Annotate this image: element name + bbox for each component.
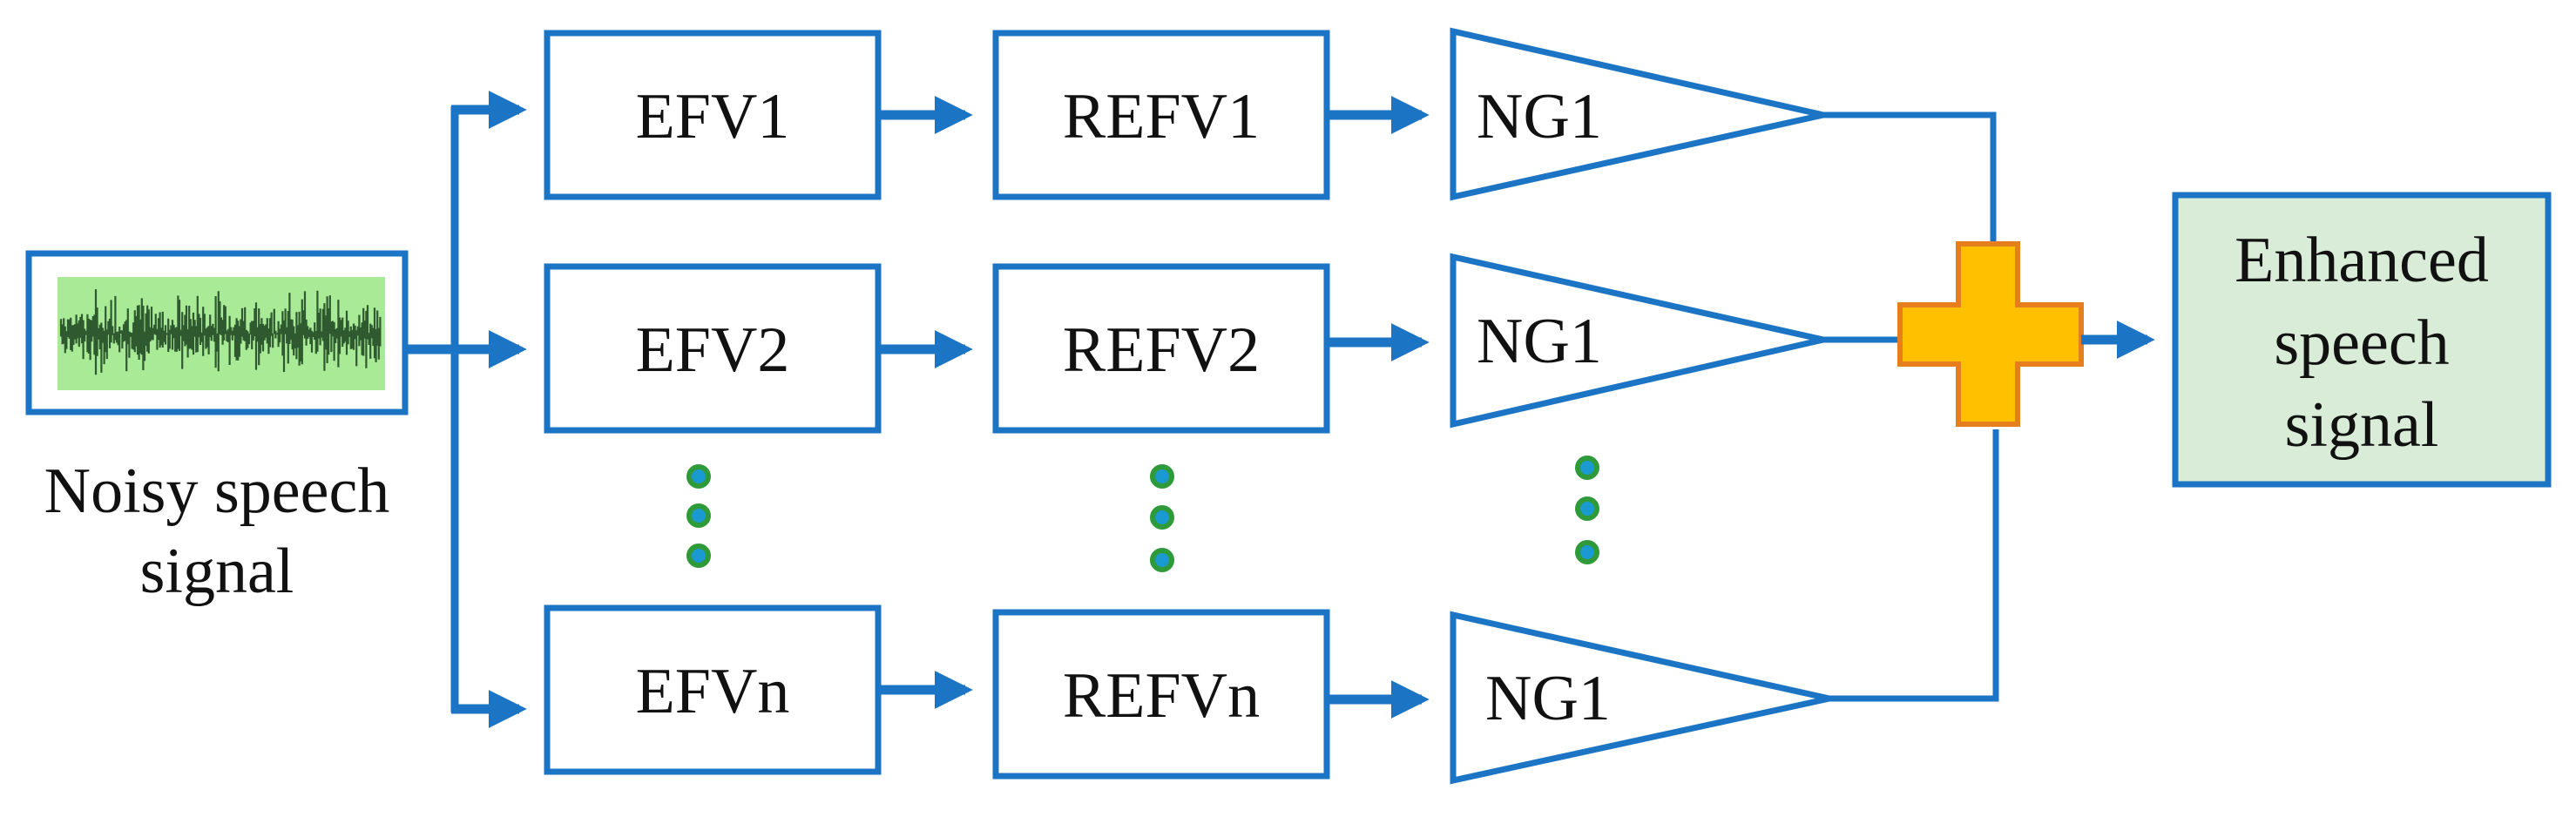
ellipsis-dots-ng (1575, 456, 1599, 564)
ellipsis-dots-refv (1150, 464, 1174, 572)
refv2-label: REFV2 (1063, 314, 1260, 386)
efvn-box (544, 604, 882, 775)
input-label-line2: signal (140, 536, 294, 607)
ng-triangle-2 (1450, 253, 1824, 429)
refv1-box (992, 30, 1330, 200)
output-label-line1: Enhanced (2235, 225, 2489, 296)
branch-1: EFV1 REFV1 NG1 (451, 27, 1997, 246)
ng-triangle-n (1450, 611, 1830, 785)
efv2-label: EFV2 (636, 314, 790, 386)
branch-2: EFV2 REFV2 NG1 (455, 253, 1903, 434)
efv1-label: EFV1 (636, 81, 790, 152)
refv1-label: REFV1 (1063, 81, 1260, 152)
input-signal-box (25, 250, 409, 415)
ng-label-n: NG1 (1485, 663, 1611, 734)
ng-label-2: NG1 (1477, 306, 1602, 377)
refvn-box (992, 609, 1330, 780)
plus-icon (1897, 241, 2084, 427)
output-label-line2: speech (2274, 307, 2449, 379)
refvn-label: REFVn (1063, 660, 1260, 732)
ng-label-1: NG1 (1477, 81, 1602, 152)
refv2-box (992, 263, 1330, 434)
wire-ngn-to-sum (1829, 429, 1999, 702)
ellipsis-dots-efv (686, 464, 711, 568)
efv1-box (544, 30, 882, 200)
output-label-line3: signal (2285, 389, 2439, 461)
input-label-line1: Noisy speech (44, 456, 390, 527)
branch-n: EFVn REFVn NG1 (451, 429, 1999, 785)
output-box: Enhanced speech signal (2172, 192, 2552, 488)
efvn-label: EFVn (636, 656, 790, 727)
waveform-icon (59, 289, 382, 375)
wire-ng1-to-sum (1823, 111, 1997, 246)
ng-triangle-1 (1450, 27, 1824, 201)
